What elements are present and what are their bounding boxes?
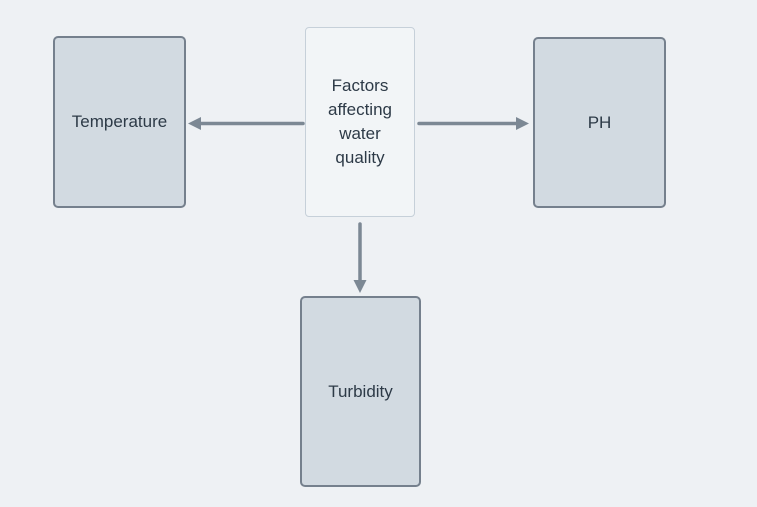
arrow-to-temperature — [188, 117, 305, 130]
node-factors-affecting-water-quality[interactable]: Factors affecting water quality — [305, 27, 415, 217]
arrow-to-ph — [417, 117, 529, 130]
node-turbidity-label: Turbidity — [328, 381, 393, 401]
arrow-to-turbidity — [353, 222, 367, 293]
node-temperature[interactable]: Temperature — [53, 36, 186, 208]
node-temperature-label: Temperature — [71, 112, 168, 131]
node-factors-label: Factors affecting water quality — [328, 76, 392, 167]
node-ph[interactable]: PH — [533, 37, 666, 208]
node-turbidity[interactable]: Turbidity — [300, 296, 421, 487]
node-ph-label: PH — [587, 112, 612, 132]
